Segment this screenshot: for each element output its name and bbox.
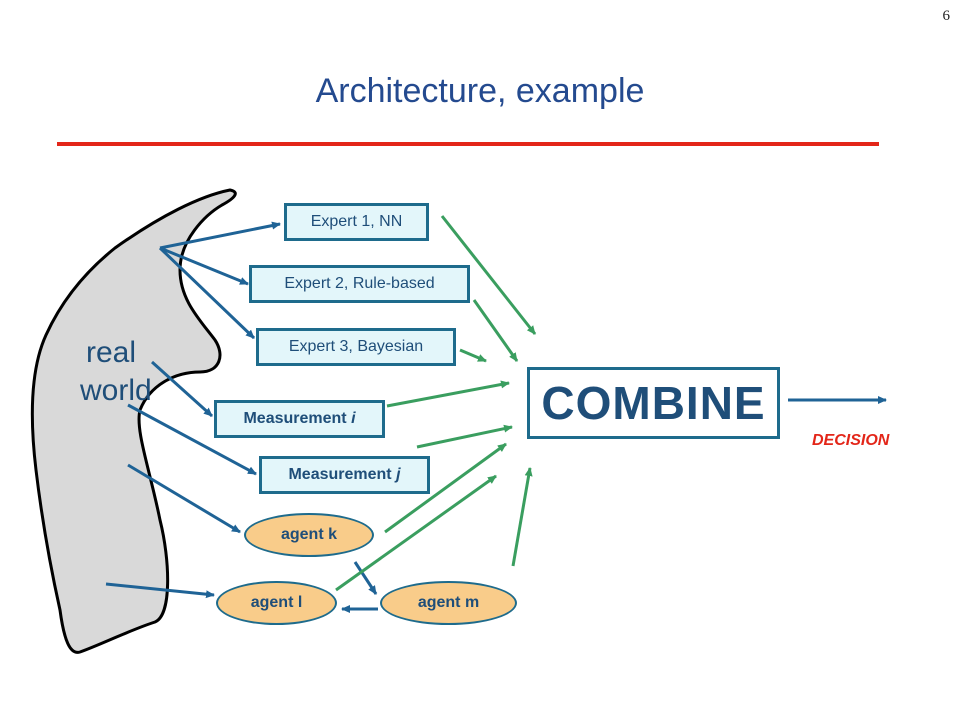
arrow-rw-expert1 [159,221,281,250]
decision-label: DECISION [812,432,890,449]
agent-m-ellipse: agent m [380,581,517,625]
arrow-agent-m-combine [511,467,533,567]
arrow-expert2-combine [472,299,519,362]
arrow-expert1-combine [440,215,537,335]
expert-1-label: Expert 1, NN [310,213,403,230]
combine-label: COMBINE [541,377,766,429]
measurement-j-prefix: Measurement [288,466,397,483]
expert-2-box: Expert 2, Rule-based [249,265,470,303]
arrow-measurement-j-combine [416,424,513,449]
arrow-rw-expert3 [158,246,256,340]
real-world-shape [30,188,237,654]
measurement-j-box: Measurement j [259,456,430,494]
measurement-i-var: i [351,410,356,427]
agent-l-label: agent l [250,594,303,611]
arrow-rw-agent-l [105,582,215,599]
agent-m-label: agent m [417,594,480,611]
expert-2-label: Expert 2, Rule-based [284,275,435,292]
page-number: 6 [942,8,951,24]
agent-k-label: agent k [280,526,337,543]
arrow-rw-agent-k [127,463,241,534]
real-world-label-line2: world [80,374,152,407]
arrow-rw-measurement-i [150,360,214,418]
arrow-agent-k-combine [384,442,507,534]
agent-l-ellipse: agent l [216,581,337,625]
agent-k-ellipse: agent k [244,513,374,557]
arrow-expert3-combine [459,348,487,363]
slide-title: Architecture, example [315,72,645,110]
arrow-rw-measurement-j [127,403,257,476]
arrow-rw-expert2 [159,246,249,286]
real-world-label-line1: real [86,336,137,369]
arrow-agent-l-combine [335,474,497,592]
measurement-i-prefix: Measurement [243,410,352,427]
expert-3-label: Expert 3, Bayesian [288,338,424,355]
combine-box: COMBINE [527,367,780,439]
title-underline [57,142,879,146]
expert-1-box: Expert 1, NN [284,203,429,241]
expert-3-box: Expert 3, Bayesian [256,328,456,366]
arrow-measurement-i-combine [386,380,510,408]
measurement-j-var: j [396,466,401,483]
arrow-agent-k-to-m [353,561,378,595]
measurement-i-box: Measurement i [214,400,385,438]
